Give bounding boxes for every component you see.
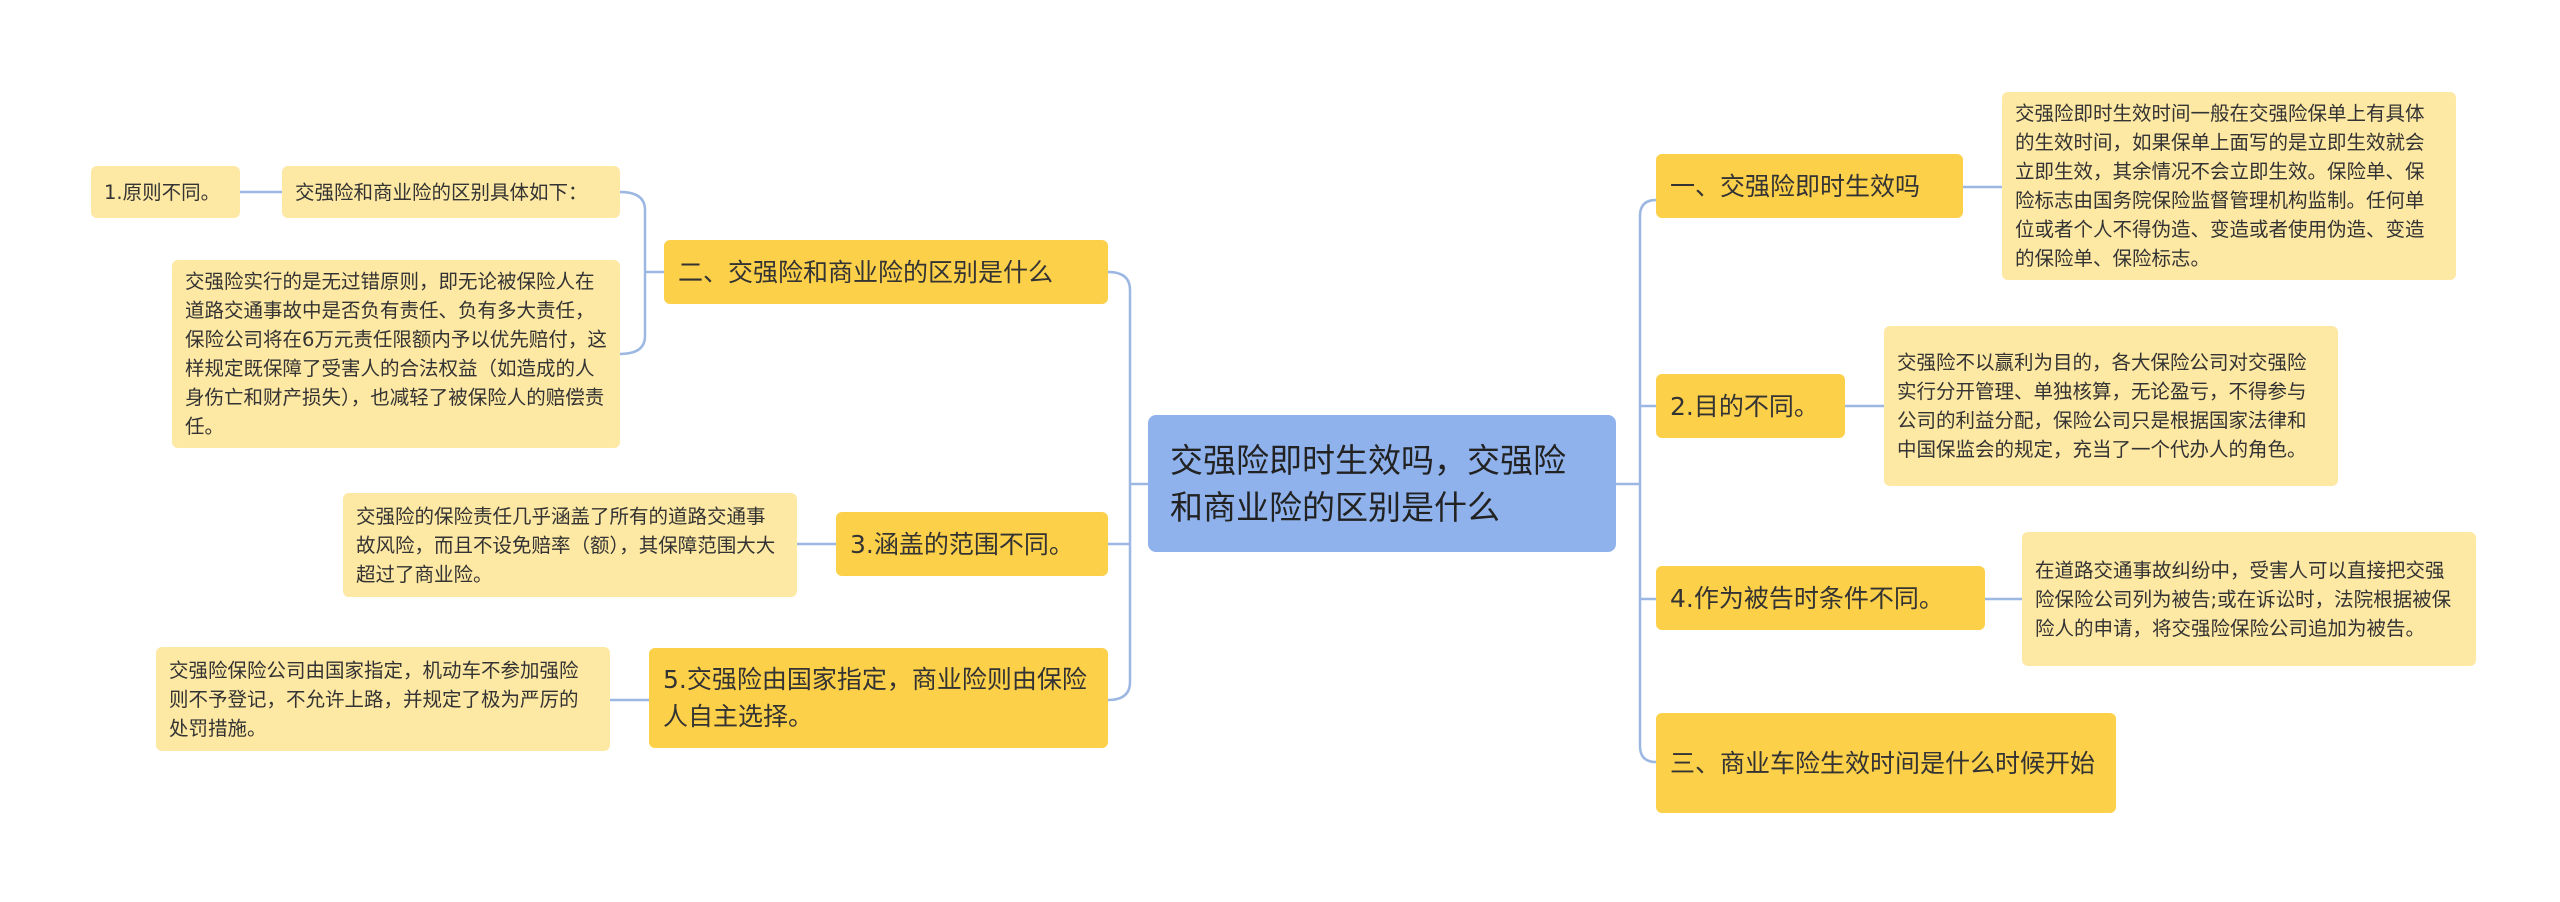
detail-no-fault-principle: 交强险实行的是无过错原则，即无论被保险人在道路交通事故中是否负有责任、负有多大责…: [172, 260, 620, 448]
branch-label: 一、交强险即时生效吗: [1670, 171, 1921, 201]
detail-text: 1.原则不同。: [104, 180, 221, 204]
detail-text: 交强险保险公司由国家指定，机动车不参加强险则不予登记，不允许上路，并规定了极为严…: [169, 658, 579, 740]
detail-text: 交强险即时生效时间一般在交强险保单上有具体的生效时间，如果保单上面写的是立即生效…: [2015, 102, 2425, 270]
branch-coverage-scope: 3.涵盖的范围不同。: [836, 512, 1108, 576]
detail-text: 交强险不以赢利为目的，各大保险公司对交强险实行分开管理、单独核算，无论盈亏，不得…: [1897, 351, 2307, 461]
branch-defendant-condition: 4.作为被告时条件不同。: [1656, 566, 1985, 630]
detail-instant-effect: 交强险即时生效时间一般在交强险保单上有具体的生效时间，如果保单上面写的是立即生效…: [2002, 92, 2456, 280]
central-topic-text: 交强险即时生效吗，交强险和商业险的区别是什么: [1170, 440, 1566, 527]
central-topic: 交强险即时生效吗，交强险和商业险的区别是什么: [1148, 415, 1616, 552]
detail-coverage-scope: 交强险的保险责任几乎涵盖了所有的道路交通事故风险，而且不设免赔率（额），其保障范…: [343, 493, 797, 597]
branch-instant-effect: 一、交强险即时生效吗: [1656, 154, 1963, 218]
branch-label: 2.目的不同。: [1670, 391, 1819, 421]
branch-difference: 二、交强险和商业险的区别是什么: [664, 240, 1108, 304]
connector-l1-fork: [619, 190, 664, 356]
branch-label: 二、交强险和商业险的区别是什么: [678, 257, 1054, 287]
detail-purpose-different: 交强险不以赢利为目的，各大保险公司对交强险实行分开管理、单独核算，无论盈亏，不得…: [1884, 326, 2338, 486]
branch-label: 三、商业车险生效时间是什么时候开始: [1670, 748, 2096, 778]
connector-right-spine: [1638, 198, 1657, 764]
branch-label: 5.交强险由国家指定，商业险则由保险人自主选择。: [663, 665, 1087, 731]
branch-label: 3.涵盖的范围不同。: [850, 529, 1074, 559]
branch-state-designated: 5.交强险由国家指定，商业险则由保险人自主选择。: [649, 648, 1108, 748]
detail-text: 交强险的保险责任几乎涵盖了所有的道路交通事故风险，而且不设免赔率（额），其保障范…: [356, 504, 776, 586]
branch-commercial-effect-time: 三、商业车险生效时间是什么时候开始: [1656, 713, 2116, 813]
detail-text: 交强险和商业险的区别具体如下：: [295, 180, 588, 204]
detail-text: 在道路交通事故纠纷中，受害人可以直接把交强险保险公司列为被告;或在诉讼时，法院根…: [2035, 558, 2452, 640]
detail-text: 交强险实行的是无过错原则，即无论被保险人在道路交通事故中是否负有责任、负有多大责…: [185, 270, 607, 438]
branch-purpose-different: 2.目的不同。: [1656, 374, 1845, 438]
detail-defendant-condition: 在道路交通事故纠纷中，受害人可以直接把交强险保险公司列为被告;或在诉讼时，法院根…: [2022, 532, 2476, 666]
branch-label: 4.作为被告时条件不同。: [1670, 583, 1944, 613]
detail-difference-intro: 交强险和商业险的区别具体如下：: [282, 166, 620, 218]
connector-left-spine: [1107, 270, 1132, 702]
detail-principle-different: 1.原则不同。: [91, 166, 240, 218]
detail-state-designated: 交强险保险公司由国家指定，机动车不参加强险则不予登记，不允许上路，并规定了极为严…: [156, 647, 610, 751]
